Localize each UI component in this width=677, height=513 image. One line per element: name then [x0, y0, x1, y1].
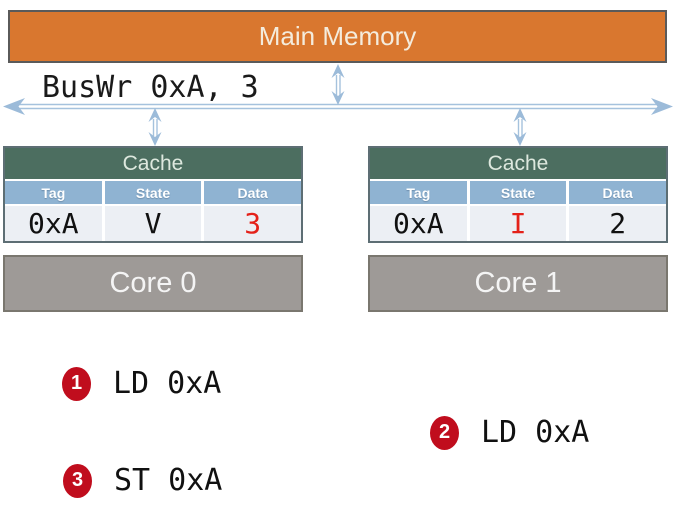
step-3: 3 ST 0xA: [63, 463, 222, 498]
cache1-title: Cache: [370, 148, 666, 179]
cache0-col-state: State: [104, 181, 202, 204]
step2-number-badge: 2: [430, 415, 459, 450]
bus-transaction-label: BusWr 0xA, 3: [42, 70, 259, 105]
cache1-panel: Cache Tag State Data 0xA I 2: [368, 146, 668, 243]
cache0-col-data: Data: [204, 181, 301, 204]
main-memory-label: Main Memory: [258, 21, 417, 51]
core0-block: Core 0: [3, 255, 303, 312]
cache0-panel: Cache Tag State Data 0xA V 3: [3, 146, 303, 243]
step-2: 2 LD 0xA: [430, 415, 589, 450]
core0-label: Core 0: [109, 267, 197, 299]
cache0-state-value: V: [104, 206, 202, 241]
step1-number-badge: 1: [62, 366, 91, 401]
cache0-data-value: 3: [204, 206, 301, 241]
step1-instruction: LD 0xA: [113, 366, 222, 401]
core1-block: Core 1: [368, 255, 668, 312]
step3-number-badge: 3: [63, 463, 92, 498]
cache1-col-data: Data: [569, 181, 666, 204]
cache1-data-value: 2: [569, 206, 666, 241]
core1-label: Core 1: [474, 267, 562, 299]
cache1-col-state: State: [469, 181, 567, 204]
cache1-col-tag: Tag: [370, 181, 467, 204]
bus-cache1-arrow: [513, 108, 527, 146]
cache1-state-value: I: [469, 206, 567, 241]
cache1-column-headers: Tag State Data: [370, 181, 666, 204]
cache1-tag-value: 0xA: [370, 206, 467, 241]
cache0-row: 0xA V 3: [5, 206, 301, 241]
bus-cache0-arrow: [148, 108, 162, 146]
cache0-col-tag: Tag: [5, 181, 102, 204]
step-1: 1 LD 0xA: [62, 366, 221, 401]
step3-instruction: ST 0xA: [114, 463, 223, 498]
cache0-tag-value: 0xA: [5, 206, 102, 241]
cache1-row: 0xA I 2: [370, 206, 666, 241]
cache0-column-headers: Tag State Data: [5, 181, 301, 204]
step2-instruction: LD 0xA: [481, 415, 590, 450]
cache0-title: Cache: [5, 148, 301, 179]
memory-bus-arrow: [331, 64, 345, 105]
main-memory-block: Main Memory: [8, 10, 667, 63]
